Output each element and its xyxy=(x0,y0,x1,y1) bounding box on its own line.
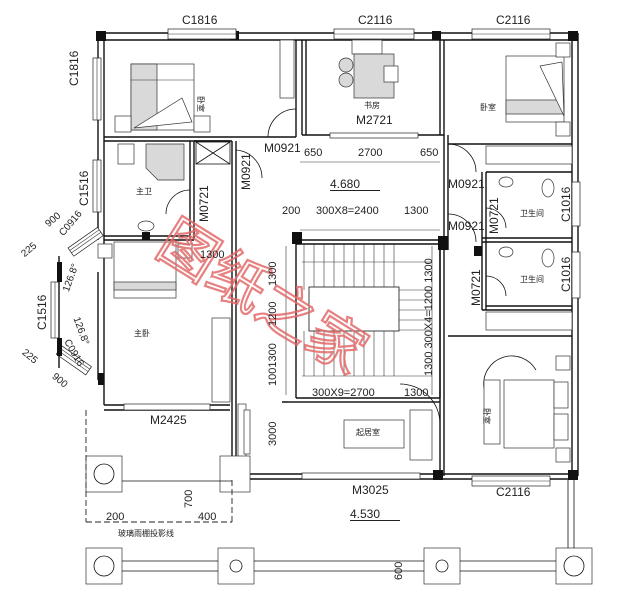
door-label: M2425 xyxy=(150,413,187,427)
window-label: C2116 xyxy=(496,485,531,499)
window-label: C1016 xyxy=(559,186,573,222)
elevation-marker-upper: 4.680 xyxy=(330,178,381,191)
dimension-text: 1300 xyxy=(404,387,429,399)
door-label: M0921 xyxy=(448,219,485,233)
room-label-bath-2: 卫生间 xyxy=(520,275,544,284)
balcony-canopy xyxy=(85,410,593,585)
room-label-master-bedroom: 主卧 xyxy=(134,329,150,338)
dimension-text: 650 xyxy=(304,147,323,159)
door-label: M0921 xyxy=(264,141,301,155)
window-label: C2116 xyxy=(496,13,531,27)
window-label: C1816 xyxy=(67,50,81,86)
door-label: M0721 xyxy=(469,269,483,306)
window-label: C2116 xyxy=(358,13,393,27)
watermark: 图纸之家 xyxy=(145,206,380,389)
door-label: M0721 xyxy=(487,197,501,234)
room-label-master-bath: 主卫 xyxy=(136,187,152,196)
room-label-study: 书房 xyxy=(364,101,380,110)
dimension-text: 400 xyxy=(198,511,217,523)
room-label-living-room: 起居室 xyxy=(356,428,380,437)
watermark-text: 图纸之家 xyxy=(146,207,379,388)
dimension-text: 200 xyxy=(106,511,125,523)
dimension-text: 300X9=2700 xyxy=(312,387,375,399)
elevation-marker-lower: 4.530 xyxy=(350,508,401,521)
interior-walls xyxy=(104,40,572,480)
room-label-bedroom-ne: 卧室 xyxy=(480,103,496,112)
window-label: C1816 xyxy=(182,13,218,27)
dimension-text: 1300 xyxy=(267,261,279,286)
dimension-text: 300X8=2400 xyxy=(316,205,379,217)
dimension-text: 1300 xyxy=(404,205,429,217)
room-label-bedroom-se: 卧室 xyxy=(482,408,491,424)
door-label: M0721 xyxy=(197,185,211,222)
canopy-projection-note: 玻璃雨棚投影线 xyxy=(118,529,174,538)
dimension-text: 700 xyxy=(183,489,195,508)
dimension-text: 1300 300X4=1200 1300 xyxy=(423,258,435,376)
dimension-text: 200 xyxy=(282,205,301,217)
dimension-text: 2700 xyxy=(358,147,383,159)
furniture xyxy=(97,39,573,465)
room-label-bath-1: 卫生间 xyxy=(520,209,544,218)
window-label: C1016 xyxy=(559,256,573,292)
window-label: C1516 xyxy=(35,294,49,330)
door-label: M0921 xyxy=(239,153,253,190)
dimension-text: 600 xyxy=(393,561,405,580)
dimension-text: 1300 xyxy=(200,249,225,261)
door-label: M2721 xyxy=(356,113,393,127)
door-swings xyxy=(165,108,507,297)
door-label: M0921 xyxy=(448,177,485,191)
door-label: M3025 xyxy=(352,483,389,497)
dimension-text: 1200 xyxy=(267,301,279,326)
window-label: C1516 xyxy=(77,170,91,206)
dimension-text: 3000 xyxy=(267,421,279,446)
staircase xyxy=(285,161,440,403)
dimension-text: 650 xyxy=(420,147,439,159)
windows xyxy=(50,28,581,487)
room-label-bedroom-nw: 卧室 xyxy=(196,96,205,112)
dimension-text: 1001300 xyxy=(267,343,279,386)
